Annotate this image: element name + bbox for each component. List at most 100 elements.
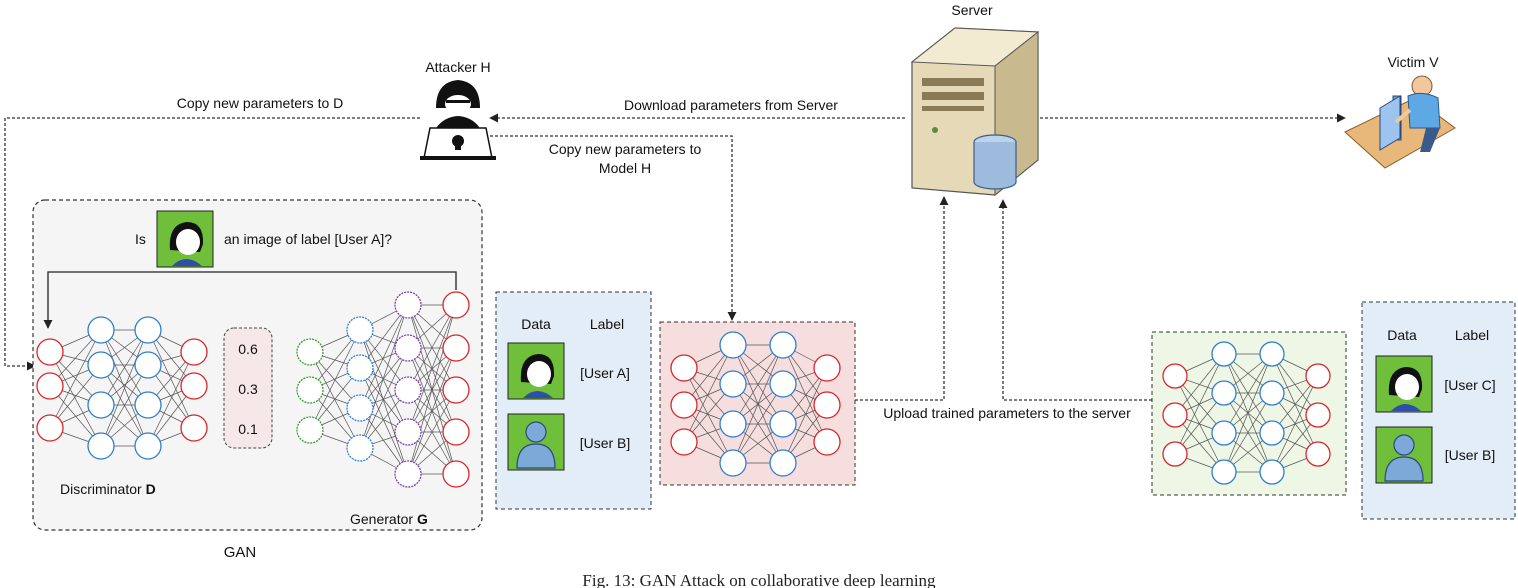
discriminator-network: [36, 316, 208, 460]
model-v-node: [1211, 459, 1237, 485]
model-v-node: [1305, 402, 1331, 428]
discriminator-label-text: Discriminator: [60, 481, 142, 497]
generator-edge: [359, 304, 409, 449]
feedback-arrow: [43, 271, 457, 329]
generator-node: [346, 354, 374, 382]
generator-edge: [407, 347, 457, 475]
figure-caption: Fig. 13: GAN Attack on collaborative dee…: [582, 571, 936, 588]
face-icon: [156, 210, 214, 268]
generator-edge: [407, 389, 457, 475]
model-h-edge: [732, 344, 784, 464]
model-v-edge: [1174, 392, 1225, 455]
table-left-row-1-label: [User A]: [580, 365, 630, 381]
model-v-node: [1211, 420, 1237, 446]
hacker-icon: [420, 80, 496, 160]
discriminator-node: [87, 316, 115, 344]
gan-question-suffix: an image of label [User A]?: [224, 231, 392, 247]
generator-edge: [359, 329, 409, 475]
model-v-node: [1162, 441, 1188, 467]
model-h-node: [769, 410, 797, 438]
output-probabilities-box: [223, 327, 273, 449]
gan-question-prefix: Is: [135, 231, 146, 247]
generator-edge: [359, 329, 409, 433]
generator-edge: [359, 367, 409, 475]
table-left-label-header: Label: [590, 316, 624, 332]
label-copy-to-model-h-1: Copy new parameters to: [549, 141, 702, 157]
model-h-node: [670, 391, 698, 419]
table-right-row-1-label: [User C]: [1444, 377, 1495, 393]
generator-node: [394, 334, 422, 362]
generator-node: [296, 376, 324, 404]
model-h-node: [769, 449, 797, 477]
discriminator-letter: D: [146, 481, 156, 497]
model-h-edge: [732, 344, 784, 425]
model-h-node: [670, 354, 698, 382]
generator-node: [296, 416, 324, 444]
label-upload: Upload trained parameters to the server: [883, 405, 1131, 421]
model-v-node: [1305, 363, 1331, 389]
model-h-node: [670, 428, 698, 456]
discriminator-node: [180, 414, 208, 442]
discriminator-node: [180, 372, 208, 400]
table-right-label-header: Label: [1455, 327, 1489, 343]
model-h-node: [813, 391, 841, 419]
generator-node: [394, 291, 422, 319]
model-h-node: [719, 370, 747, 398]
generator-node: [442, 334, 470, 362]
victim-icon: [1344, 75, 1456, 169]
model-h-edge: [732, 383, 784, 464]
generator-label-text: Generator: [350, 511, 413, 527]
model-h-node: [813, 354, 841, 382]
discriminator-edge: [100, 329, 149, 406]
attacker-label: Attacker H: [425, 59, 490, 75]
model-h-edge: [782, 344, 828, 443]
output-value-2: 0.3: [238, 381, 258, 397]
discriminator-node: [134, 432, 162, 460]
generator-node: [346, 434, 374, 462]
gan-label: GAN: [224, 544, 257, 561]
table-left-data-header: Data: [521, 316, 551, 332]
generator-node: [394, 376, 422, 404]
generator-network: [296, 291, 470, 488]
victim-label: Victim V: [1387, 54, 1439, 70]
model-h-edge: [683, 367, 734, 464]
discriminator-node: [134, 391, 162, 419]
generator-edge: [407, 304, 457, 391]
label-download: Download parameters from Server: [624, 97, 838, 113]
model-h-edge: [782, 367, 828, 464]
user-silhouette-icon: [1375, 426, 1433, 484]
discriminator-label: Discriminator D: [60, 481, 156, 497]
generator-node: [394, 418, 422, 446]
model-v-edge: [1223, 353, 1273, 473]
output-value-3: 0.1: [238, 421, 258, 437]
model-v-node: [1259, 341, 1285, 367]
model-v-node: [1305, 441, 1331, 467]
generator-edge: [407, 304, 457, 475]
discriminator-edge: [100, 329, 149, 447]
generator-node: [442, 376, 470, 404]
generator-node: [442, 460, 470, 488]
model-v-node: [1162, 363, 1188, 389]
model-h-node: [813, 428, 841, 456]
model-v-edge: [1271, 375, 1319, 473]
discriminator-node: [87, 351, 115, 379]
user-silhouette-icon: [507, 413, 565, 471]
model-v-node: [1259, 380, 1285, 406]
arrow-model-v-upload: [998, 199, 1152, 401]
generator-node: [346, 316, 374, 344]
arrow-model-h-upload: [855, 196, 949, 401]
discriminator-node: [134, 351, 162, 379]
discriminator-edge: [49, 329, 102, 429]
flow-arrows: [4, 113, 1346, 401]
model-v-edge: [1174, 353, 1225, 455]
face-icon: [507, 342, 565, 400]
generator-letter: G: [417, 511, 428, 527]
generator-edge: [309, 351, 361, 449]
model-h-network: [670, 331, 841, 477]
model-h-node: [769, 370, 797, 398]
table-right-data-header: Data: [1387, 327, 1417, 343]
server-icon: [910, 27, 1040, 197]
discriminator-node: [180, 338, 208, 366]
model-h-node: [719, 331, 747, 359]
